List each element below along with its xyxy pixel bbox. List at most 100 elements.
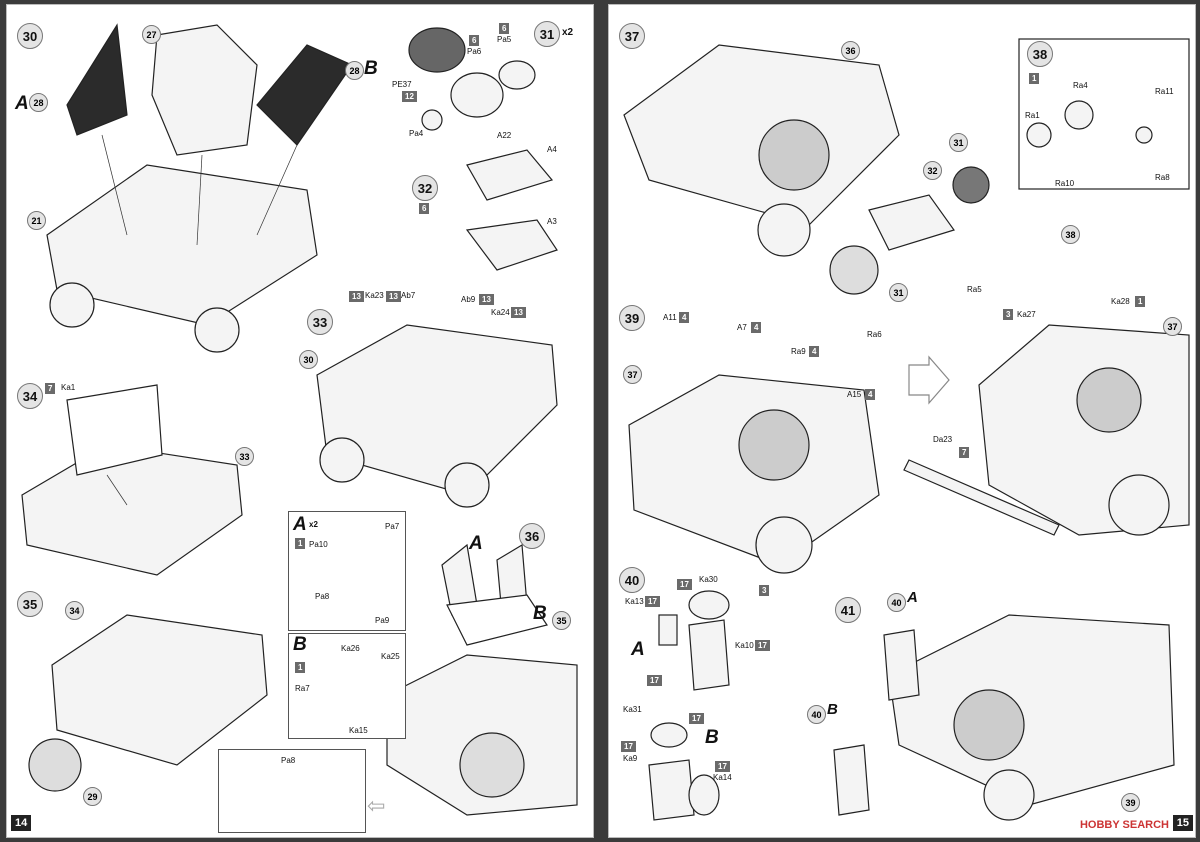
part-label: Ka28 (1111, 297, 1130, 306)
sprue-badge: 3 (1003, 309, 1014, 320)
variant-a-label: A (469, 533, 483, 554)
sprue-badge: 12 (402, 91, 417, 102)
detail-box-a: A x2 1 Pa10 Pa7 Pa8 Pa9 (288, 511, 406, 631)
variant-a-label: A (631, 639, 645, 660)
part-label: Ab7 (401, 291, 416, 300)
watermark: HOBBY SEARCH (1079, 819, 1169, 831)
sprue-badge: 4 (679, 312, 690, 323)
hull-drawing-37 (623, 44, 900, 226)
part-callout: 30 (299, 350, 318, 369)
sprue-badge: 13 (349, 291, 364, 302)
hull-drawing-34 (21, 444, 243, 576)
part-label: Ra11 (1155, 87, 1174, 96)
sprue-badge: 4 (751, 322, 762, 333)
wheel-31-b (952, 166, 990, 204)
sprue-badge: 4 (809, 346, 820, 357)
page-number: 15 (1172, 815, 1193, 831)
part-label: Ra9 (791, 347, 806, 356)
wheel-tire-part (408, 27, 466, 73)
part-label: A11 (663, 313, 677, 322)
part-label: PE37 (392, 80, 412, 89)
part-label: Ra4 (1073, 81, 1088, 90)
part-label: Pa6 (467, 47, 482, 56)
part-label: Ka31 (623, 705, 642, 714)
part-callout: 31 (889, 283, 908, 302)
part-callout: 36 (841, 41, 860, 60)
step-number-37: 37 (619, 23, 645, 49)
sprue-badge: 17 (677, 579, 692, 590)
quantity-label: x2 (309, 520, 318, 529)
sprue-badge: 13 (479, 294, 494, 305)
part-label: Pa10 (309, 540, 328, 549)
part-label: Ka15 (349, 726, 368, 735)
step-number-38: 38 (1027, 41, 1053, 67)
sprue-badge: 13 (511, 307, 526, 318)
part-label: Ka1 (61, 383, 76, 392)
wheel-31-a (829, 245, 879, 295)
sprue-badge: 1 (1135, 296, 1146, 307)
sprue-badge: 6 (419, 203, 430, 214)
part-label: Ka13 (625, 597, 644, 606)
variant-b-label: B (364, 58, 378, 79)
sprue-badge: 3 (759, 585, 770, 596)
part-label: Ra5 (967, 285, 982, 294)
filter-ka30 (688, 590, 730, 620)
part-label: Pa8 (281, 756, 296, 765)
part-label: Da23 (933, 435, 953, 444)
part-label: Pa9 (375, 616, 390, 625)
part-label: Ra1 (1025, 111, 1040, 120)
part-callout: 28 (345, 61, 364, 80)
step-number-36: 36 (519, 523, 545, 549)
detail-a-title: A (293, 514, 307, 535)
part-callout: 40 (807, 705, 826, 724)
hull-drawing-35 (51, 614, 268, 766)
part-label: Ra6 (867, 330, 882, 339)
part-callout: 35 (552, 611, 571, 630)
gearbox-bottom (465, 219, 558, 271)
radiator-a (66, 23, 128, 136)
instruction-page-left: 30 27 A 28 28 B 21 PE37 12 6 Pa6 6 Pa5 P… (6, 4, 594, 838)
part-label: Ka14 (713, 773, 732, 782)
sprue-badge: 17 (755, 640, 770, 651)
part-callout: 21 (27, 211, 46, 230)
part-label: Ka9 (623, 754, 638, 763)
page-number: 14 (11, 815, 32, 831)
sprue-badge: 6 (499, 23, 510, 34)
step-number-30: 30 (17, 23, 43, 49)
gearbox-32 (868, 194, 955, 251)
part-label: Ka23 (365, 291, 384, 300)
step-number-31: 31 (534, 21, 560, 47)
variant-a-label: A (15, 93, 29, 114)
sprue-badge: 13 (386, 291, 401, 302)
part-label: Ka27 (1017, 310, 1036, 319)
instruction-page-right: 37 36 32 31 31 Ra5 Ra6 38 1 Ra4 Ra11 Ra1… (608, 4, 1196, 838)
part-callout: 39 (1121, 793, 1140, 812)
part-callout: 40 (887, 593, 906, 612)
plate-ka1 (66, 384, 163, 476)
part-label: Ka10 (735, 641, 754, 650)
part-label: Ab9 (461, 295, 476, 304)
engine-drawing (151, 24, 258, 156)
right-page-drawings (623, 38, 1190, 821)
part-callout: 29 (83, 787, 102, 806)
step-number-34: 34 (17, 383, 43, 409)
hull-drawing-41 (888, 614, 1175, 806)
part-label: A15 (847, 390, 862, 399)
step-number-32: 32 (412, 175, 438, 201)
sprue-badge: 1 (295, 538, 306, 549)
radiator-b (256, 44, 353, 146)
wheel-29 (28, 738, 82, 792)
part-label: A7 (737, 323, 747, 332)
sprue-badge: 17 (647, 675, 662, 686)
part-label: A4 (547, 145, 557, 154)
step-number-39: 39 (619, 305, 645, 331)
part-label: Ka26 (341, 644, 360, 653)
part-label: Ra10 (1055, 179, 1075, 188)
part-label: Pa5 (497, 35, 512, 44)
variant-b-label: B (705, 727, 719, 748)
part-callout: 28 (29, 93, 48, 112)
part-callout: 27 (142, 25, 161, 44)
part-callout: 32 (923, 161, 942, 180)
sprue-badge: 17 (715, 761, 730, 772)
part-label: Ra7 (295, 684, 310, 693)
